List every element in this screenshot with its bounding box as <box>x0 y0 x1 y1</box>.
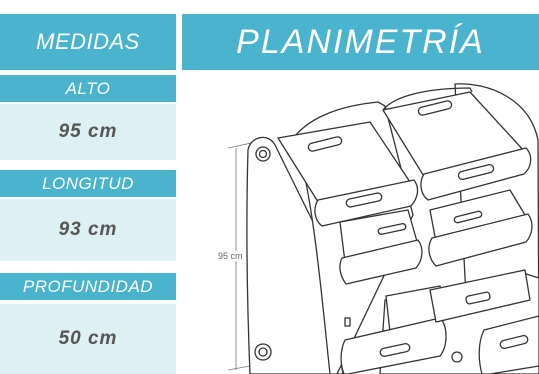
height-label: ALTO <box>0 75 176 102</box>
depth-value: 50 cm <box>0 304 176 374</box>
planimetry-header: PLANIMETRÍA <box>182 14 539 70</box>
bin-mid-left-front <box>339 239 423 285</box>
left-side-panel <box>246 136 344 374</box>
length-label: LONGITUD <box>0 170 176 197</box>
depth-label: PROFUNDIDAD <box>0 273 176 300</box>
length-value: 93 cm <box>0 199 176 261</box>
height-value: 95 cm <box>0 104 176 160</box>
wheel-front-right <box>451 351 463 363</box>
measures-header: MEDIDAS <box>0 14 176 70</box>
height-dimension-label: 95 cm <box>217 251 244 261</box>
bin-mid-right-front <box>428 213 533 267</box>
toy-shelf-drawing <box>227 83 539 374</box>
